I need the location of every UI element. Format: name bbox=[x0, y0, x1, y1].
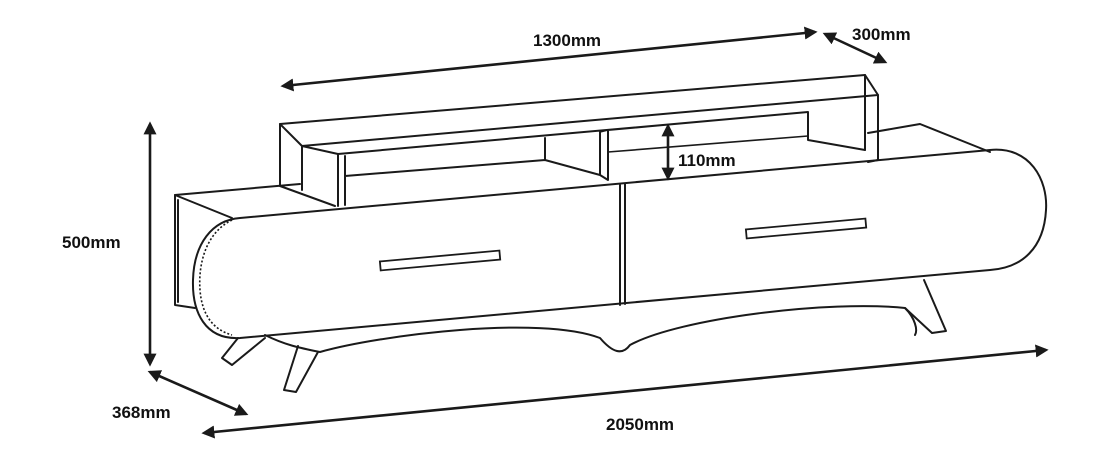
left-legs bbox=[221, 337, 319, 393]
tv-stand-drawing bbox=[174, 74, 1048, 393]
base-skirt bbox=[264, 305, 918, 353]
right-drawer-handle bbox=[744, 217, 868, 240]
main-body-front bbox=[191, 148, 1048, 340]
top-shelf-front-edge bbox=[279, 123, 339, 207]
dimension-labels: 1300mm 300mm 110mm 500mm 368mm 2050mm bbox=[62, 25, 911, 434]
top-shelf-inner-divider bbox=[599, 129, 809, 153]
right-leg bbox=[904, 279, 947, 334]
top-depth-arrow bbox=[822, 32, 888, 64]
dimension-arrows bbox=[143, 26, 1049, 439]
top-shelf-inner bbox=[337, 111, 866, 206]
left-rounded-edge bbox=[198, 219, 233, 336]
total-width-arrow bbox=[201, 344, 1049, 439]
top-depth-label: 300mm bbox=[852, 25, 911, 44]
top-shelf-right-side bbox=[864, 74, 879, 163]
shelf-height-label: 110mm bbox=[678, 151, 736, 170]
base-depth-label: 368mm bbox=[112, 403, 171, 422]
total-height-label: 500mm bbox=[62, 233, 121, 252]
base-top-surface bbox=[174, 123, 991, 196]
top-width-arrow bbox=[280, 26, 818, 92]
left-side-compartment bbox=[174, 194, 233, 309]
top-width-label: 1300mm bbox=[533, 31, 601, 50]
drawer-divider bbox=[619, 183, 626, 306]
total-width-label: 2050mm bbox=[606, 415, 674, 434]
top-shelf-surface bbox=[279, 74, 879, 147]
left-drawer-handle bbox=[378, 249, 502, 272]
